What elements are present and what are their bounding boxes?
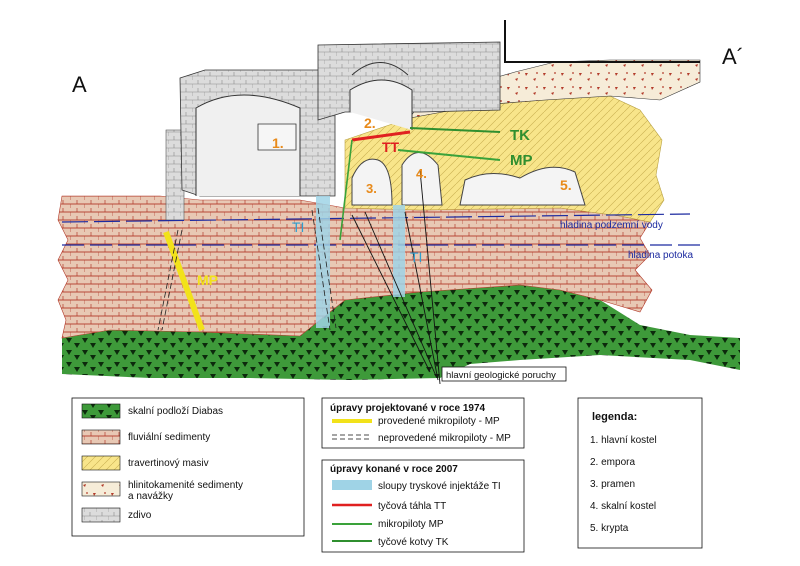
legend-masonry-label: zdivo	[128, 510, 152, 521]
section-label-right: A´	[722, 44, 744, 69]
legend-2007-item-0: sloupy tryskové injektáže TI	[378, 481, 501, 492]
marker-2: 2.	[364, 115, 376, 131]
cave-5	[459, 166, 586, 206]
stream-label: hladina potoka	[628, 250, 693, 261]
legend-loam-label2: a navážky	[128, 491, 173, 502]
marker-tt: TT	[382, 139, 400, 155]
marker-4: 4.	[416, 166, 427, 181]
legend-materials: skalní podloží Diabas fluviální sediment…	[71, 397, 305, 537]
anchor-tk	[409, 127, 501, 133]
legend-key-item-0: 1. hlavní kostel	[590, 435, 657, 446]
injection-column-right	[393, 205, 405, 297]
legend-key-item-3: 4. skalní kostel	[590, 501, 656, 512]
legend-key-item-1: 2. empora	[590, 457, 635, 468]
swatch-masonry	[81, 507, 121, 523]
marker-mp-yellow: MP	[197, 272, 218, 288]
cave-3	[351, 158, 393, 206]
legend-1974-title: úpravy projektované v roce 1974	[330, 403, 486, 414]
bedrock-layer	[62, 285, 740, 380]
marker-5: 5.	[560, 177, 572, 193]
swatch-bedrock	[81, 403, 121, 419]
marker-ti-right: TI	[410, 249, 422, 265]
groundwater-line	[61, 213, 691, 223]
injection-column-left	[316, 196, 330, 328]
legend-2007: úpravy konané v roce 2007 sloupy tryskov…	[321, 459, 525, 553]
legend-key-item-2: 3. pramen	[590, 479, 635, 490]
legend-2007-title: úpravy konané v roce 2007	[330, 464, 458, 475]
legend-loam-label: hlinitokamenité sedimenty	[128, 480, 243, 491]
legend-1974: úpravy projektované v roce 1974 proveden…	[321, 397, 525, 449]
faults-label: hlavní geologické poruchy	[446, 370, 556, 381]
marker-tk: TK	[510, 127, 530, 144]
swatch-travertine	[81, 455, 121, 471]
swatch-fluvial	[81, 429, 121, 445]
marker-mp-green: MP	[510, 152, 533, 169]
groundwater-label: hladina podzemní vody	[560, 220, 663, 231]
legend-key-item-4: 5. krypta	[590, 523, 629, 534]
legend-travertine-label: travertinový masiv	[128, 458, 209, 469]
marker-1: 1.	[272, 135, 284, 151]
micropile-1974-notdone	[157, 229, 179, 331]
legend-key: legenda: 1. hlavní kostel 2. empora 3. p…	[577, 397, 703, 549]
legend-2007-item-1: tyčová táhla TT	[378, 501, 446, 512]
tie-rod-tt	[351, 130, 411, 142]
legend-1974-item-0: provedené mikropiloty - MP	[378, 416, 500, 427]
marker-3: 3.	[366, 181, 377, 196]
legend-2007-item-2: mikropiloty MP	[378, 519, 444, 530]
legend-bedrock-label: skalní podloží Diabas	[128, 406, 223, 417]
section-label-left: A	[72, 72, 87, 97]
legend-2007-item-3: tyčové kotvy TK	[378, 537, 449, 548]
swatch-loam	[81, 481, 121, 497]
micropile-1974-done	[163, 230, 205, 332]
micropile-mp-green	[397, 149, 501, 161]
marker-ti-left: TI	[292, 219, 304, 235]
fault-line	[351, 214, 431, 373]
legend-1974-item-1: neprovedené mikropiloty - MP	[378, 433, 511, 444]
legend-fluvial-label: fluviální sedimenty	[128, 432, 210, 443]
legend-key-title: legenda:	[592, 411, 637, 423]
